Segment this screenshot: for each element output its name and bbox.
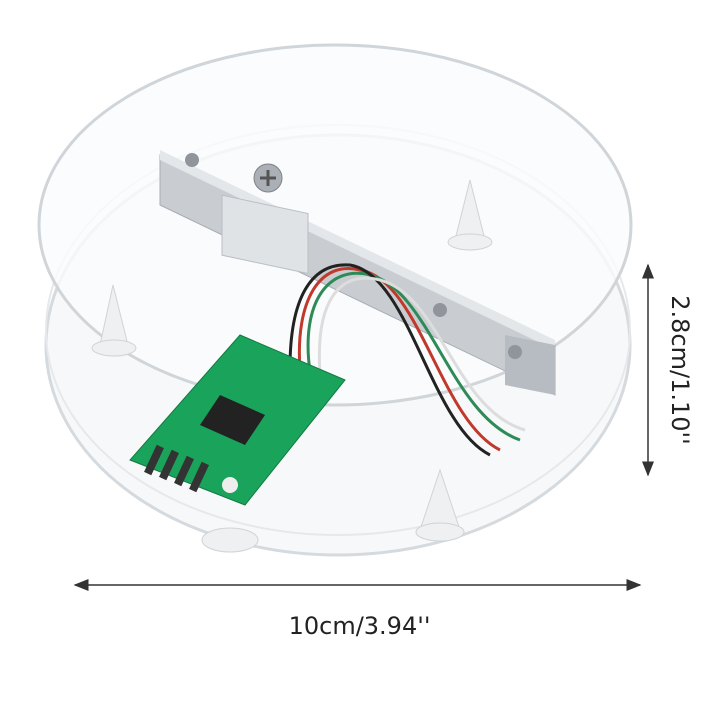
load-cell — [159, 150, 556, 396]
standoff-posts — [91, 179, 493, 553]
height-dimension-label: 2.8cm/1.10'' — [666, 295, 694, 445]
width-dimension-label: 10cm/3.94'' — [288, 612, 431, 640]
hx711-board — [129, 334, 346, 506]
wires — [288, 263, 526, 457]
